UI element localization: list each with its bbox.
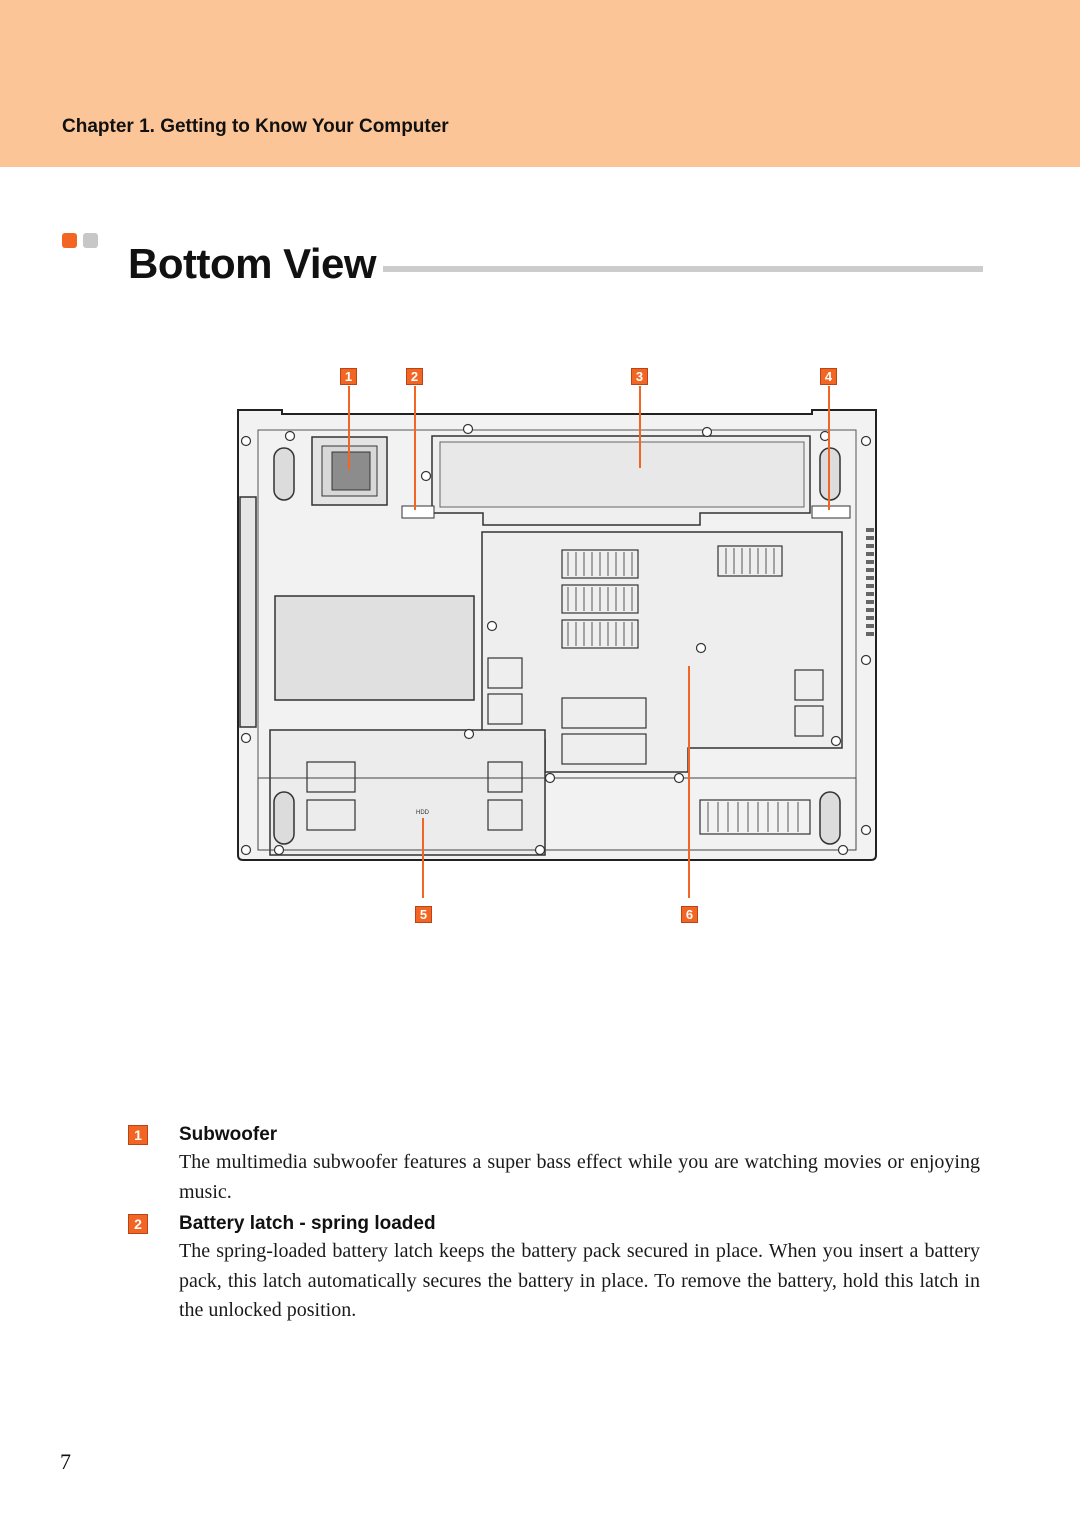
hdd-label: HDD [416, 810, 430, 816]
bottom-view-figure: HDD 1 2 3 4 5 6 [0, 360, 1080, 940]
item-number-2: 2 [128, 1214, 148, 1234]
item-number-1: 1 [128, 1125, 148, 1145]
callout-3: 3 [631, 368, 648, 385]
callout-1: 1 [340, 368, 357, 385]
section-title: Bottom View [128, 240, 377, 287]
callout-2: 2 [406, 368, 423, 385]
section-marker-gray [83, 233, 98, 248]
item-body-battery-latch: The spring-loaded battery latch keeps th… [179, 1240, 980, 1321]
callout-4: 4 [820, 368, 837, 385]
item-heading-battery-latch: Battery latch - spring loaded [179, 1213, 436, 1234]
callout-6: 6 [681, 906, 698, 923]
chapter-title: Chapter 1. Getting to Know Your Computer [62, 116, 449, 137]
header-band [0, 0, 1080, 167]
title-rule [383, 266, 983, 272]
item-heading-subwoofer: Subwoofer [179, 1124, 278, 1145]
page-number: 7 [60, 1449, 71, 1474]
callout-5: 5 [415, 906, 432, 923]
section-marker-orange [62, 233, 77, 248]
item-body-subwoofer: The multimedia subwoofer features a supe… [179, 1151, 980, 1203]
laptop-bottom-illustration: HDD [237, 386, 877, 898]
